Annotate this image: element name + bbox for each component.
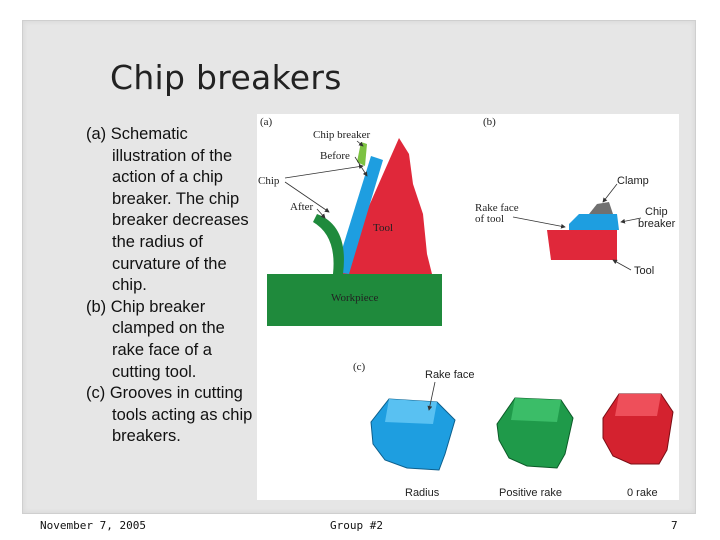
- slide-body: (a) Schematic illustration of the action…: [86, 124, 256, 448]
- radius-label: Radius: [405, 487, 440, 499]
- paragraph-c: (c) Grooves in cutting tools acting as c…: [86, 384, 253, 446]
- chip-shape: [335, 156, 383, 274]
- figure-svg: (a) Workpiece Tool Chip breaker Before C…: [258, 116, 676, 499]
- after-label: After: [290, 201, 314, 213]
- panel-a-label: (a): [260, 116, 273, 128]
- chip-label: Chip: [258, 175, 280, 187]
- paragraph-b: (b) Chip breaker clamped on the rake fac…: [86, 297, 225, 381]
- paragraph-a: (a) Schematic illustration of the action…: [86, 125, 249, 295]
- rake-face-label-c: Rake face: [425, 369, 475, 381]
- footer-page-number: 7: [671, 519, 678, 532]
- panel-b-label: (b): [483, 116, 496, 128]
- tool-label-a: Tool: [373, 222, 393, 234]
- chip-breaker-shape: [357, 142, 367, 166]
- workpiece-shape: [267, 274, 442, 326]
- rake-face-label-2: of tool: [475, 213, 504, 225]
- tool-shape-a: [339, 138, 432, 274]
- slide-title: Chip breakers: [110, 58, 342, 97]
- footer-group: Group #2: [330, 519, 383, 532]
- panel-c-label: (c): [353, 361, 366, 373]
- workpiece-label: Workpiece: [331, 292, 378, 304]
- curled-chip-shape: [313, 214, 344, 274]
- clamp-shape: [589, 202, 613, 214]
- tool-shape-b: [547, 230, 617, 260]
- insert-positive-top: [511, 398, 561, 422]
- footer-date: November 7, 2005: [40, 519, 146, 532]
- chip-breaker-label-b-2: breaker: [638, 218, 676, 230]
- chip-breaker-label: Chip breaker: [313, 129, 370, 141]
- rake-face-label-1: Rake face: [475, 202, 519, 214]
- positive-rake-label: Positive rake: [499, 487, 562, 499]
- chip-breaker-figure: (a) Workpiece Tool Chip breaker Before C…: [257, 114, 679, 500]
- insert-radius-top: [385, 399, 437, 424]
- zero-rake-label: 0 rake: [627, 487, 658, 499]
- tool-label-b: Tool: [634, 265, 654, 277]
- chip-breaker-label-b-1: Chip: [645, 206, 668, 218]
- before-label: Before: [320, 150, 350, 162]
- chip-breaker-shape-b: [569, 214, 619, 230]
- insert-zero-top: [615, 394, 661, 416]
- clamp-label: Clamp: [617, 175, 649, 187]
